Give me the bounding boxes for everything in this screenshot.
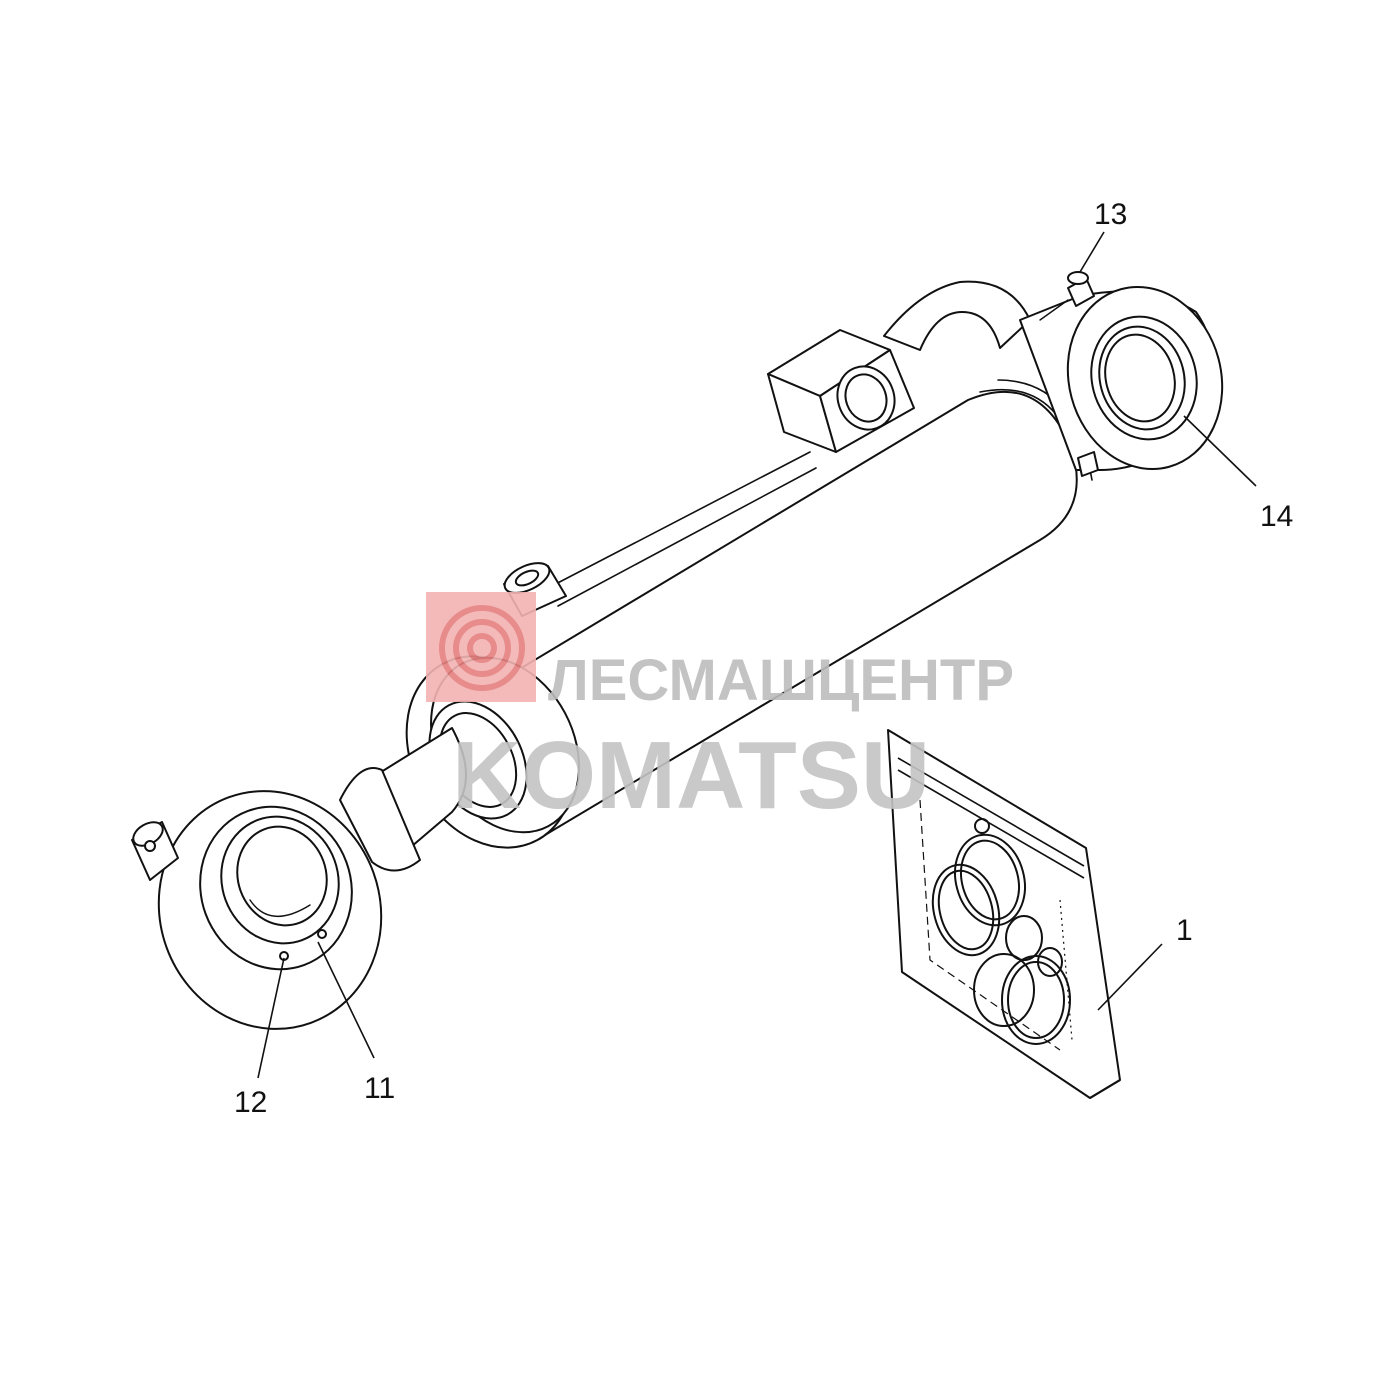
callout-12: 12 — [234, 1086, 267, 1119]
leader-12 — [257, 957, 285, 1079]
leader-11 — [317, 941, 375, 1059]
watermark-logo-rings — [439, 605, 525, 691]
base-end-eye — [1019, 285, 1224, 477]
callout-11: 11 — [364, 1072, 395, 1105]
watermark-line1: ЛЕСМАШЦЕНТР — [548, 648, 1014, 713]
watermark: ЛЕСМАШЦЕНТР KOMATSU — [426, 592, 1014, 829]
base-eye-grease-nipple — [1039, 271, 1095, 321]
rod-end-eye — [157, 790, 383, 1030]
rod-eye-grease-nipple — [131, 821, 179, 881]
seal-kit-bag — [887, 729, 1121, 1099]
callout-13: 13 — [1094, 198, 1127, 231]
leader-lines — [257, 231, 1257, 1079]
leader-13 — [1079, 231, 1105, 273]
hydraulic-line — [547, 451, 817, 607]
hydraulic-tube — [883, 280, 1031, 351]
leader-1 — [1097, 943, 1163, 1011]
watermark-line2: KOMATSU — [452, 722, 930, 829]
callout-14: 14 — [1260, 500, 1293, 533]
callouts: 1 11 12 13 14 — [234, 198, 1293, 1119]
callout-1: 1 — [1176, 914, 1193, 947]
o-rings — [931, 833, 1071, 1045]
leader-14 — [1183, 415, 1257, 487]
hydraulic-cylinder — [131, 271, 1224, 1030]
port-block — [767, 329, 915, 453]
